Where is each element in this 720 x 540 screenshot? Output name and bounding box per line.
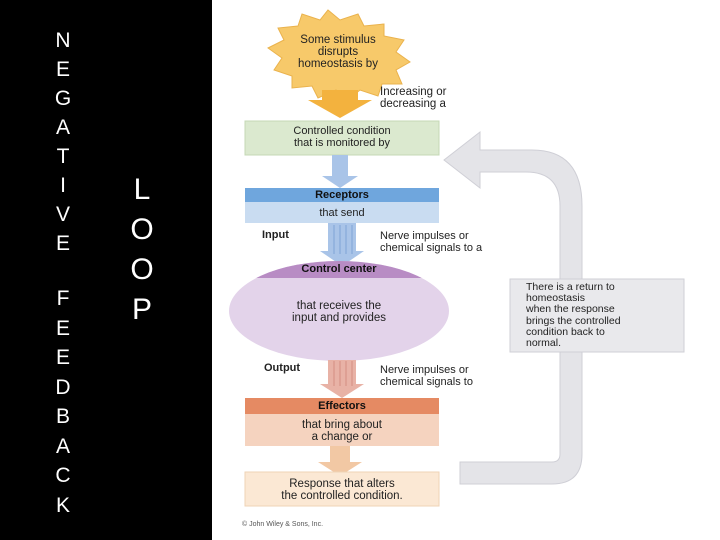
output-label: Output — [264, 362, 301, 374]
letter: A — [55, 434, 70, 458]
stimulus-text: Some stimulus disrupts homeostasis by — [298, 34, 378, 70]
return-text: There is a return to homeostasis when th… — [526, 281, 621, 350]
receptors-header-bg — [245, 188, 439, 202]
letter: D — [55, 375, 71, 399]
input-label: Input — [262, 229, 289, 241]
receptors-header: Receptors — [315, 189, 369, 201]
receptors-text: that send — [319, 207, 365, 219]
controlled-condition-text: Controlled condition that is monitored b… — [293, 125, 391, 149]
response-box — [244, 471, 440, 507]
letter: A — [55, 116, 70, 139]
control-center-header: Control center — [301, 263, 377, 275]
letter: P — [131, 293, 152, 326]
letter: C — [55, 464, 71, 487]
letter: T — [56, 145, 70, 168]
letter: I — [60, 174, 66, 197]
control-center-text: that receives the input and provides — [292, 300, 386, 324]
effectors-to-response-arrow — [318, 446, 362, 476]
response-text: Response that alters the controlled cond… — [281, 478, 403, 502]
return-loop-arrow — [443, 130, 583, 485]
left-panel: N E G A T I V E F E E D B A C K L O O P — [0, 0, 212, 540]
letter: L — [133, 173, 151, 206]
letter: O — [130, 253, 154, 286]
letter: E — [55, 232, 70, 255]
effectors-text: that bring about a change or — [302, 419, 382, 443]
letter: O — [130, 213, 154, 246]
change-text: Increasing or decreasing a — [380, 86, 447, 110]
effectors-header: Effectors — [318, 400, 366, 412]
return-box — [509, 278, 685, 353]
change-arrow — [308, 90, 372, 118]
diagram-graphics — [229, 9, 685, 507]
letter: E — [55, 346, 70, 369]
output-arrow — [328, 360, 356, 386]
copyright-text: © John Wiley & Sons, Inc. — [242, 521, 324, 528]
letter: F — [56, 287, 70, 310]
letter: G — [54, 87, 72, 110]
output-arrowhead — [320, 384, 364, 398]
input-arrow — [328, 223, 356, 253]
receptors-body-bg — [245, 202, 439, 223]
letter: E — [55, 316, 70, 340]
letter: V — [55, 203, 70, 226]
input-signal-text: Nerve impulses or chemical signals to a — [380, 230, 483, 254]
letter: E — [55, 58, 70, 81]
condition-to-receptors-arrow — [322, 155, 358, 188]
control-center-ellipse — [229, 261, 449, 361]
word-feedback: F E E D B A C K — [48, 284, 78, 520]
feedback-diagram: Some stimulus disrupts homeostasis by In… — [212, 0, 720, 540]
word-loop: L O O P — [124, 170, 160, 330]
letter: K — [55, 493, 70, 517]
letter: N — [55, 29, 71, 52]
controlled-condition-box — [244, 120, 440, 156]
word-negative: N E G A T I V E — [48, 26, 78, 258]
input-arrowhead — [320, 251, 364, 266]
effectors-header-bg — [245, 398, 439, 414]
letter: B — [55, 405, 70, 428]
effectors-body-bg — [245, 414, 439, 446]
output-signal-text: Nerve impulses or chemical signals to — [380, 364, 473, 388]
